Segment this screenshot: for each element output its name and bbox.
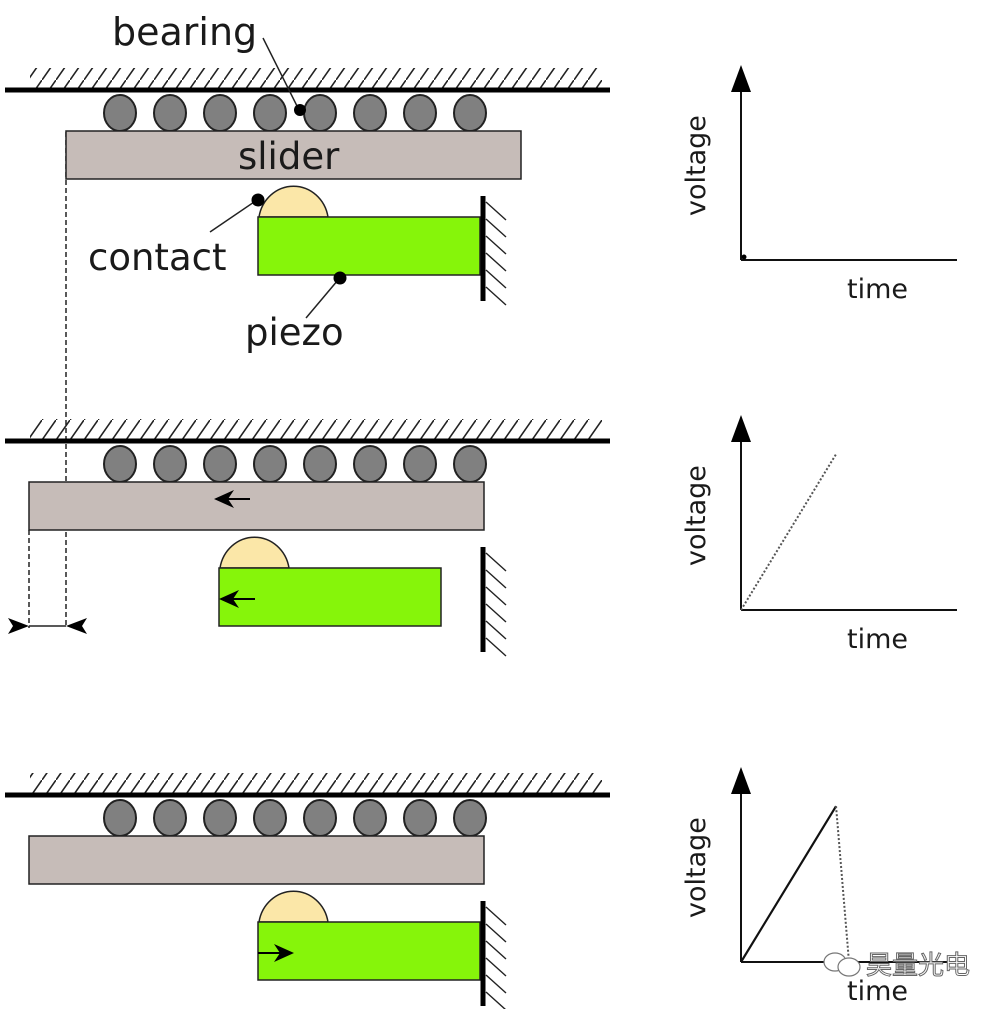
y-axis-label: voltage [681, 817, 712, 918]
wall-hatching [485, 637, 507, 657]
wall-hatching [485, 991, 506, 1009]
wall-hatching [485, 286, 507, 306]
ground-hatching [30, 68, 602, 90]
bearing-ball [103, 94, 137, 132]
voltage-chart-2: voltage time [681, 415, 957, 655]
bearing-ball [403, 799, 437, 837]
slider-label: slider [238, 135, 340, 178]
wall-hatching [485, 940, 507, 960]
series-fast-drop [835, 806, 850, 963]
wall-hatching [485, 957, 507, 977]
bearing-ball [253, 445, 287, 483]
bearing-ball [303, 799, 337, 837]
data-point [741, 254, 747, 260]
mechanism-stage-3 [5, 773, 610, 1009]
contact-leader-dot [251, 193, 265, 207]
series-slow-ramp [740, 805, 837, 963]
contact-leader-line [209, 199, 258, 233]
bearing-ball [253, 94, 287, 132]
wall-hatching [485, 569, 507, 589]
wall-hatching [485, 201, 507, 221]
bearing-ball [203, 94, 237, 132]
bearing-ball [103, 445, 137, 483]
bearing-label: bearing [112, 10, 257, 54]
wall-hatching [485, 974, 507, 994]
bearing-ball [153, 445, 187, 483]
slider-block [28, 835, 485, 885]
piezo-leader-line [305, 279, 339, 319]
bearing-ball [353, 799, 387, 837]
x-axis-label: time [847, 274, 908, 305]
x-axis-label: time [847, 976, 908, 1007]
bearing-ball [403, 94, 437, 132]
bearing-ball [153, 799, 187, 837]
series-slow-ramp [740, 453, 837, 611]
bearing-ball [303, 445, 337, 483]
slider-block [28, 481, 485, 531]
bearing-ball [453, 445, 487, 483]
bearing-ball [453, 799, 487, 837]
piezo-motion-arrow [219, 590, 255, 608]
y-axis-label: voltage [681, 465, 712, 566]
contact-tip [258, 185, 329, 218]
watermark-text: 昊量光电 [866, 951, 970, 981]
wall-hatching [485, 269, 507, 289]
slider-block [65, 130, 522, 180]
wall-hatching [485, 586, 507, 606]
bearing-leader-line [262, 37, 299, 109]
bearing-ball [303, 94, 337, 132]
contact-label: contact [88, 236, 226, 279]
wall-hatching [485, 552, 507, 572]
wall-hatching [485, 603, 507, 623]
piezo-label: piezo [245, 311, 344, 354]
bearing-ball [203, 799, 237, 837]
bearing-ball [203, 445, 237, 483]
piezo-actuator [218, 567, 442, 627]
y-axis-label: voltage [681, 115, 712, 216]
contact-tip [219, 536, 290, 569]
piezo-motion-arrow [258, 944, 294, 962]
mechanism-stage-2 [5, 419, 610, 657]
x-axis-label: time [847, 624, 908, 655]
bearing-leader-dot [294, 104, 306, 116]
bearing-ball [253, 799, 287, 837]
voltage-chart-3: voltage time [681, 767, 957, 1007]
piezo-actuator [257, 216, 481, 276]
ground-hatching [30, 773, 602, 795]
y-axis-arrowhead [731, 767, 751, 794]
y-axis-arrowhead [731, 65, 751, 92]
displacement-marker [8, 618, 87, 634]
wall-hatching [485, 923, 507, 943]
slider-motion-arrow [214, 490, 250, 508]
bearing-ball [353, 445, 387, 483]
wall-hatching [485, 620, 507, 640]
bearing-ball [103, 799, 137, 837]
bearing-ball [353, 94, 387, 132]
bearing-ball [153, 94, 187, 132]
bearing-ball [453, 94, 487, 132]
wall-hatching [485, 252, 507, 272]
wall-hatching [485, 218, 507, 238]
piezo-leader-dot [333, 271, 347, 285]
piezo-actuator [257, 921, 481, 981]
voltage-chart-1: voltage time [681, 65, 957, 305]
y-axis-arrowhead [731, 415, 751, 442]
contact-tip [258, 890, 329, 923]
mechanism-stage-1 [5, 68, 610, 306]
watermark: 昊量光电 [823, 951, 971, 982]
wall-hatching [485, 235, 507, 255]
wall-hatching [485, 906, 507, 926]
bearing-ball [403, 445, 437, 483]
ground-hatching [30, 419, 602, 441]
